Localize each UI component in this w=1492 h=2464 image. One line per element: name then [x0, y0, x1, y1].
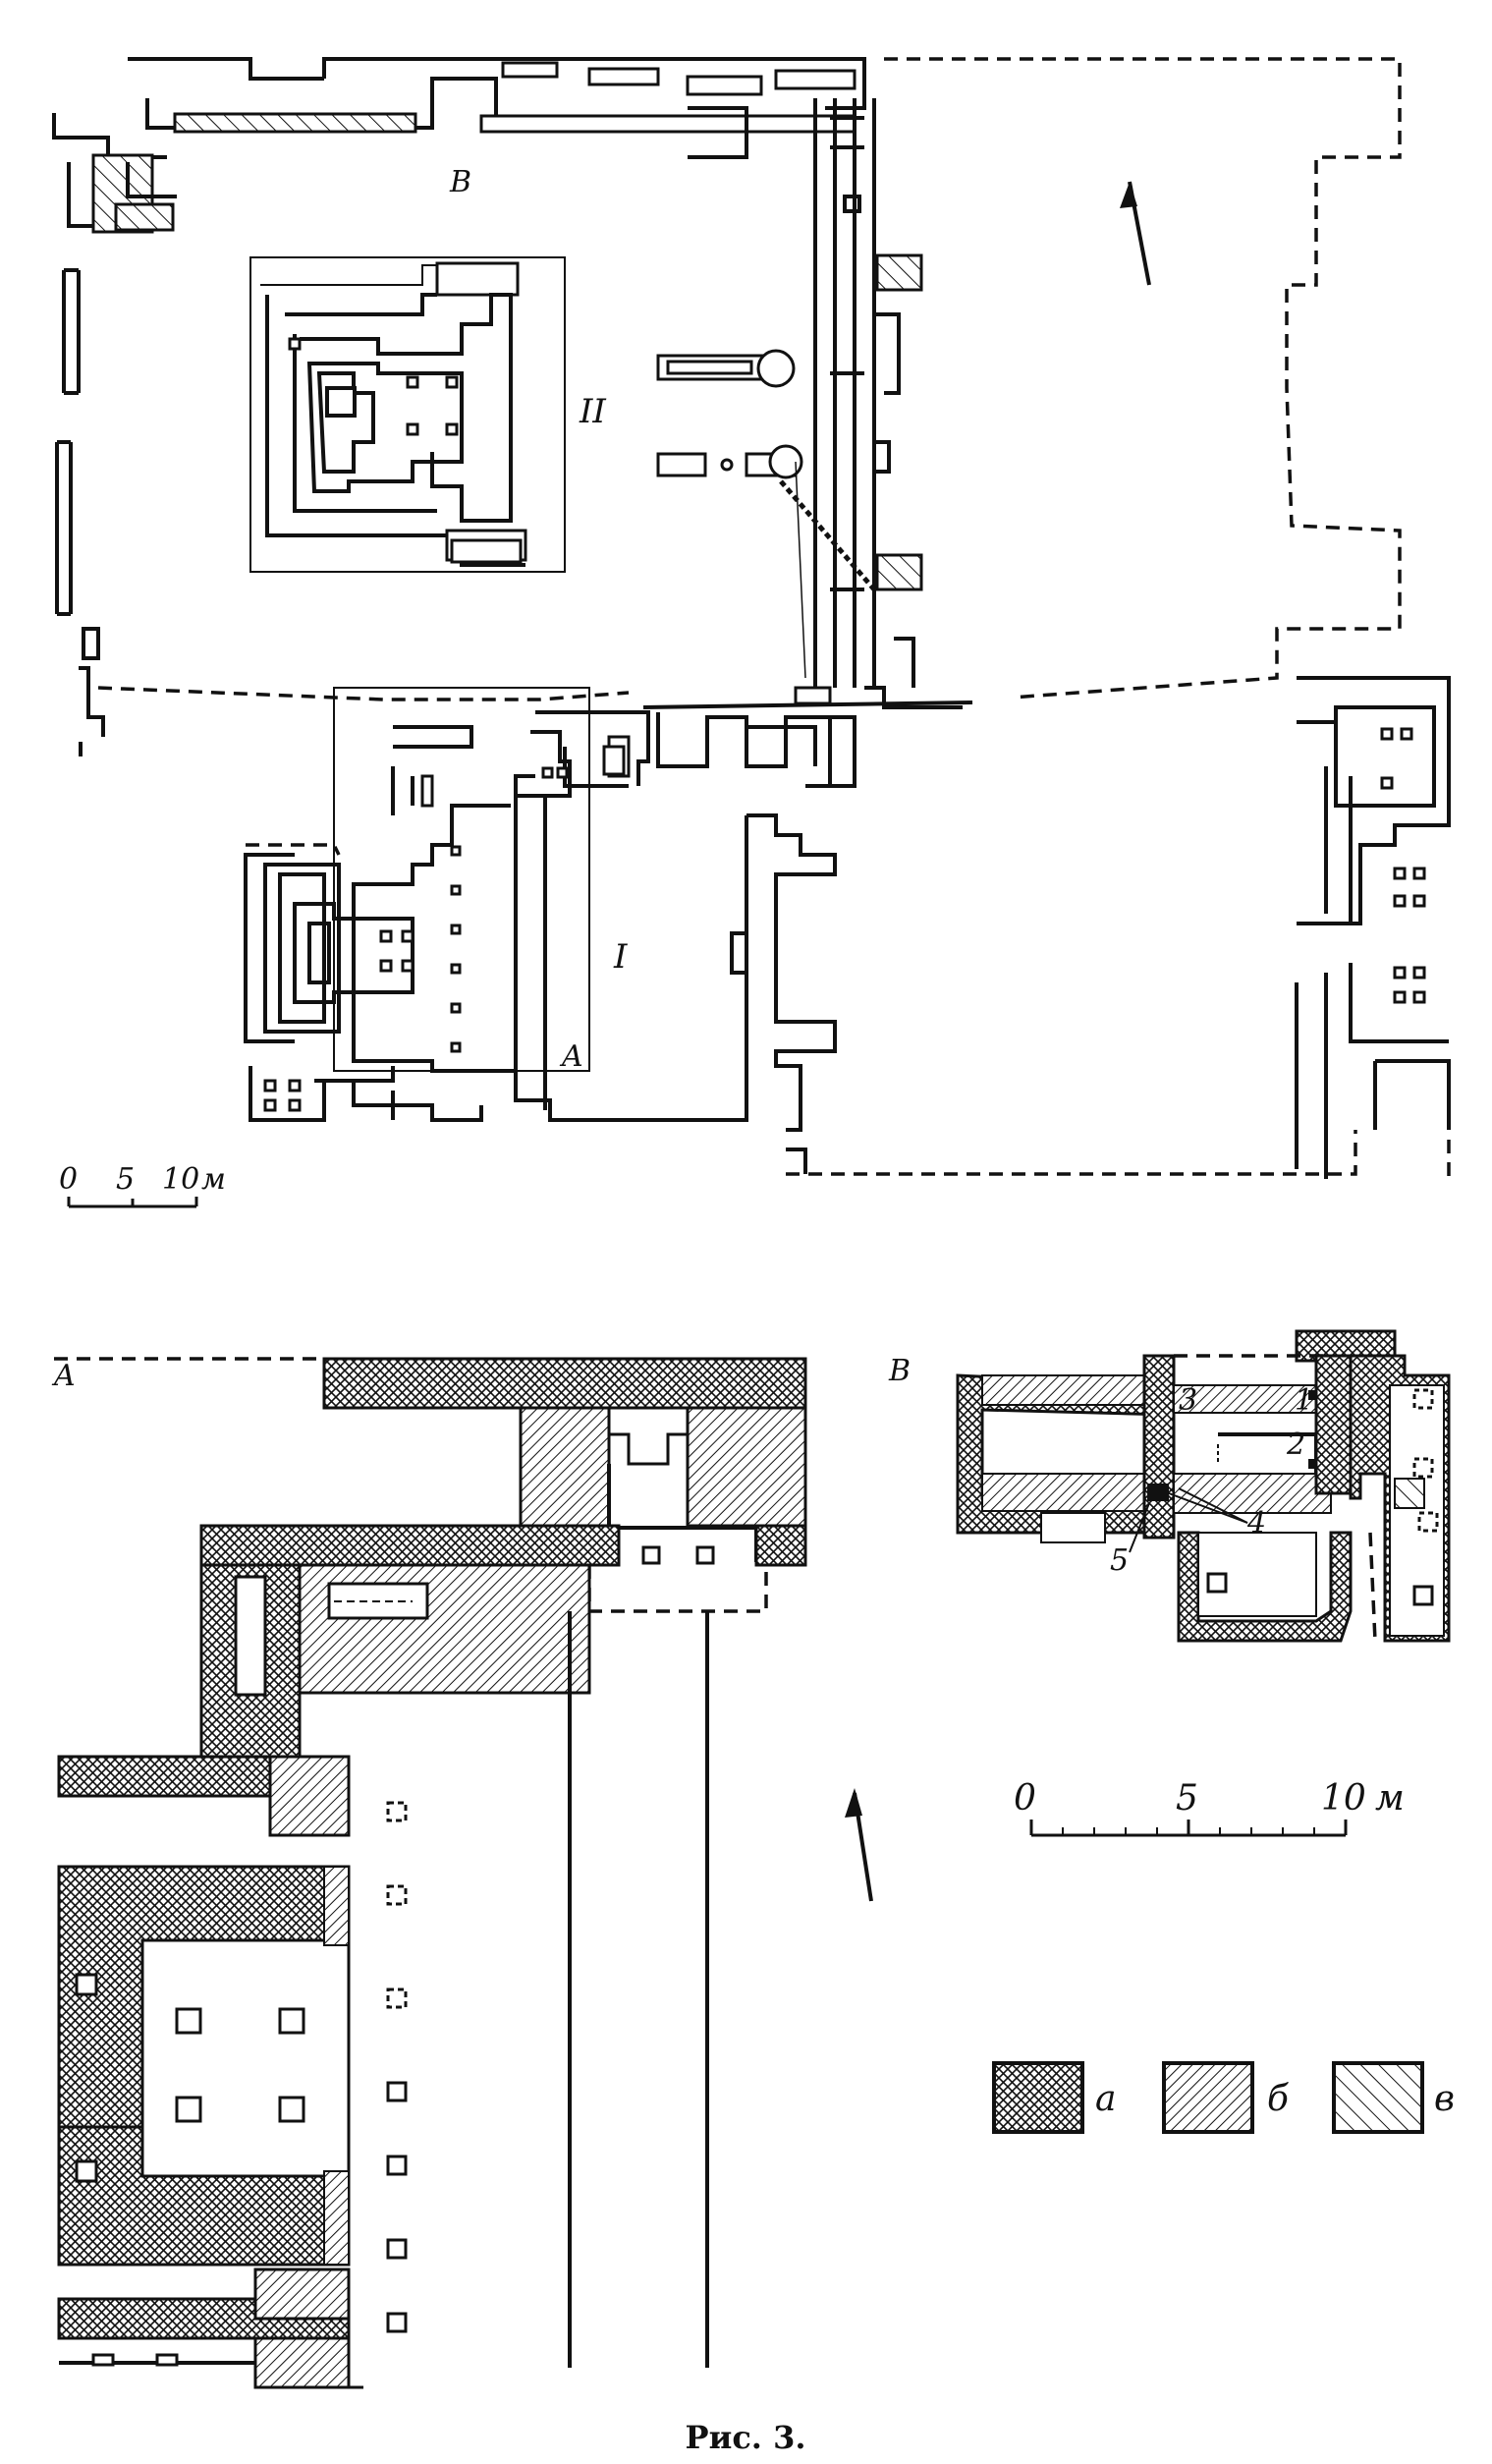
- far-east-structures: [1295, 676, 1451, 1179]
- building-i-label: I: [613, 937, 628, 977]
- detail-b-number-5: 5: [1110, 1543, 1129, 1578]
- east-wall: [813, 98, 963, 709]
- building-i: I A: [244, 687, 748, 1122]
- detail-b-scale-unit: м: [1375, 1778, 1405, 1819]
- plan-scale-tick-5: 5: [116, 1162, 135, 1197]
- building-ii-label: II: [579, 392, 606, 431]
- plan-scale-unit: м: [201, 1162, 226, 1197]
- detail-a-label: A: [51, 1359, 76, 1393]
- northwest-corner: [52, 113, 177, 234]
- detail-a: A: [51, 1357, 807, 2389]
- detail-b: B 1 2 3 4 5: [888, 1329, 1451, 1643]
- court-altars: [656, 349, 876, 679]
- dashed-enclosure-north: [97, 57, 1402, 701]
- plan-scale-bar: 0 5 10 м: [59, 1162, 226, 1208]
- north-arrow-plan: [1120, 181, 1151, 286]
- plan-scale-tick-10: 10: [162, 1162, 199, 1197]
- north-wall: [128, 57, 866, 159]
- central-dividing-wall: [535, 686, 973, 788]
- plan-scale-tick-0: 0: [59, 1162, 78, 1197]
- legend-label-c: в: [1434, 2079, 1455, 2119]
- general-plan: II B: [52, 57, 1451, 1208]
- detail-b-scale-tick-10: 10: [1321, 1778, 1366, 1819]
- north-arrow-detail: [845, 1788, 873, 1902]
- detail-b-scale-tick-5: 5: [1176, 1778, 1198, 1819]
- detail-b-marker: B: [449, 165, 471, 199]
- legend: а б в: [992, 2061, 1455, 2134]
- detail-b-scale-bar: 0 5 10 м: [1014, 1778, 1405, 1837]
- legend-swatch-b: [1162, 2061, 1254, 2134]
- detail-b-label: B: [888, 1354, 911, 1388]
- legend-label-a: а: [1095, 2079, 1116, 2119]
- detail-b-number-3: 3: [1179, 1383, 1197, 1418]
- detail-a-marker: A: [559, 1039, 583, 1074]
- legend-label-b: б: [1267, 2079, 1290, 2119]
- detail-b-number-2: 2: [1286, 1428, 1305, 1462]
- figure-caption: Рис. 3.: [686, 2419, 806, 2456]
- legend-swatch-a: [992, 2061, 1084, 2134]
- legend-swatch-c: [1332, 2061, 1424, 2134]
- detail-b-number-4: 4: [1246, 1506, 1266, 1540]
- building-ii: II: [249, 256, 606, 573]
- detail-b-number-1: 1: [1295, 1383, 1313, 1418]
- detail-b-scale-tick-0: 0: [1014, 1778, 1036, 1819]
- west-wall: [55, 268, 105, 756]
- east-south-structure: [730, 715, 1357, 1176]
